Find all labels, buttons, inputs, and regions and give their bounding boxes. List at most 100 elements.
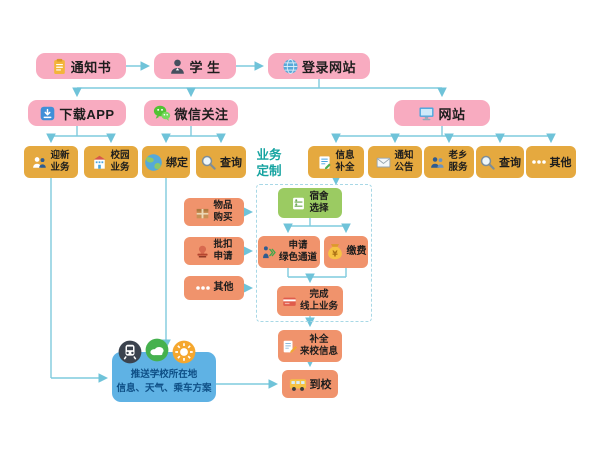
- welcome-business-line2: 业务: [50, 162, 70, 173]
- node-item-purchase-label: 物品 购买: [213, 200, 232, 224]
- pencil-form-icon: [282, 339, 297, 354]
- node-download-app-label: 下载APP: [59, 106, 115, 122]
- fill-arrival-line1: 补全: [309, 334, 329, 346]
- people-icon: [430, 155, 445, 170]
- node-info-complete: 信息 补全: [308, 146, 364, 178]
- node-notice-announcement-label: 通知 公告: [394, 150, 413, 174]
- hometown-service-line1: 老乡: [448, 150, 468, 162]
- node-other-web-label: 其他: [549, 157, 572, 169]
- finish-online-line2: 线上业务: [299, 301, 338, 312]
- customization-dashed-container: [256, 184, 372, 322]
- node-fill-arrival-info: 补全 来校信息: [278, 330, 342, 362]
- arrow-segments: [46, 61, 556, 389]
- batch-deduct-line1: 批扣: [213, 239, 233, 251]
- campus-business-line2: 业务: [110, 162, 130, 173]
- node-green-channel-label: 申请 绿色通道: [279, 240, 317, 264]
- dorm-icon: [291, 196, 306, 211]
- node-pay-fee: ¥ 缴费: [324, 236, 368, 268]
- dorm-select-line2: 选择: [309, 203, 329, 214]
- node-login-site: 登录网站: [268, 53, 370, 79]
- bank-card-icon: [282, 294, 297, 309]
- school-bus-icon: [289, 375, 307, 393]
- info-complete-line1: 信息: [335, 150, 355, 162]
- node-query-wechat-label: 查询: [220, 157, 242, 169]
- green-channel-line2: 绿色通道: [278, 252, 317, 263]
- dots-icon: [195, 283, 211, 293]
- node-bind-label: 绑定: [166, 157, 188, 169]
- info-complete-line2: 补全: [335, 162, 355, 173]
- package-icon: [195, 205, 210, 220]
- green-channel-line1: 申请: [288, 240, 308, 252]
- item-purchase-line1: 物品: [213, 200, 233, 212]
- node-batch-deduct-apply-label: 批扣 申请: [213, 239, 232, 263]
- business-customization-line1: 业务: [256, 148, 282, 162]
- node-download-app: 下载APP: [28, 100, 126, 126]
- green-channel-icon: [261, 245, 276, 260]
- sun-icon: [172, 340, 196, 364]
- node-other-custom: 其他: [184, 276, 244, 300]
- push-info-line1: 推送学校所在地: [130, 368, 198, 380]
- node-hometown-service-label: 老乡 服务: [448, 150, 467, 174]
- fill-arrival-line2: 来校信息: [299, 346, 338, 357]
- push-info-line2: 信息、天气、乘车方案: [116, 382, 212, 394]
- item-purchase-line2: 购买: [213, 212, 233, 223]
- node-other-web: 其他: [526, 146, 576, 178]
- moneybag-icon: ¥: [326, 243, 344, 261]
- node-campus-business: 校园 业务: [84, 146, 138, 178]
- search-icon: [200, 154, 217, 171]
- student-icon: [169, 58, 186, 75]
- node-bind: 绑定: [142, 146, 190, 178]
- node-website: 网站: [394, 100, 490, 126]
- notice-announcement-line2: 公告: [394, 162, 414, 173]
- node-dorm-select-label: 宿舍 选择: [309, 191, 328, 215]
- node-student: 学 生: [154, 53, 236, 79]
- weather-icon: [145, 338, 169, 362]
- node-notice-letter-label: 通知书: [70, 59, 112, 75]
- node-other-custom-label: 其他: [213, 282, 234, 293]
- node-wechat-follow: 微信关注: [144, 100, 238, 126]
- node-notice-letter: 通知书: [36, 53, 126, 79]
- notice-announcement-line1: 通知: [394, 150, 414, 162]
- node-arrive-school-label: 到校: [309, 379, 332, 391]
- node-query-wechat: 查询: [196, 146, 246, 178]
- node-notice-announcement: 通知 公告: [368, 146, 422, 178]
- finish-online-line1: 完成: [309, 289, 329, 301]
- document-icon: [51, 58, 68, 75]
- node-campus-business-label: 校园 业务: [110, 150, 129, 174]
- node-dorm-select: 宿舍 选择: [278, 188, 342, 218]
- app-download-icon: [39, 105, 56, 122]
- wechat-icon: [153, 104, 171, 122]
- node-pay-fee-label: 缴费: [346, 246, 367, 257]
- welcome-business-line1: 迎新: [50, 150, 70, 162]
- node-finish-online-label: 完成 线上业务: [300, 289, 338, 313]
- node-welcome-business: 迎新 业务: [24, 146, 78, 178]
- node-query-web: 查询: [476, 146, 524, 178]
- business-customization-line2: 定制: [256, 164, 282, 179]
- node-arrive-school: 到校: [282, 370, 338, 398]
- node-student-label: 学 生: [189, 59, 221, 75]
- search-icon: [479, 154, 496, 171]
- node-push-local-info-label: 推送学校所在地 信息、天气、乘车方案: [116, 368, 211, 397]
- dots-icon: [531, 157, 547, 167]
- node-finish-online: 完成 线上业务: [277, 286, 343, 316]
- node-batch-deduct-apply: 批扣 申请: [184, 237, 244, 265]
- node-hometown-service: 老乡 服务: [424, 146, 474, 178]
- node-website-label: 网站: [438, 106, 466, 122]
- svg-text:¥: ¥: [332, 249, 338, 258]
- node-item-purchase: 物品 购买: [184, 198, 244, 226]
- campus-icon: [92, 155, 107, 170]
- node-wechat-follow-label: 微信关注: [174, 106, 229, 122]
- train-icon: [118, 340, 142, 364]
- node-login-site-label: 登录网站: [301, 59, 356, 75]
- business-customization-label: 业务 定制: [252, 147, 286, 180]
- node-query-web-label: 查询: [499, 157, 521, 169]
- node-info-complete-label: 信息 补全: [335, 150, 354, 174]
- campus-business-line1: 校园: [110, 150, 130, 162]
- form-icon: [317, 155, 332, 170]
- node-green-channel: 申请 绿色通道: [258, 236, 320, 268]
- batch-deduct-line2: 申请: [213, 251, 233, 262]
- wire-segments: [46, 61, 556, 389]
- globe-icon: [282, 58, 299, 75]
